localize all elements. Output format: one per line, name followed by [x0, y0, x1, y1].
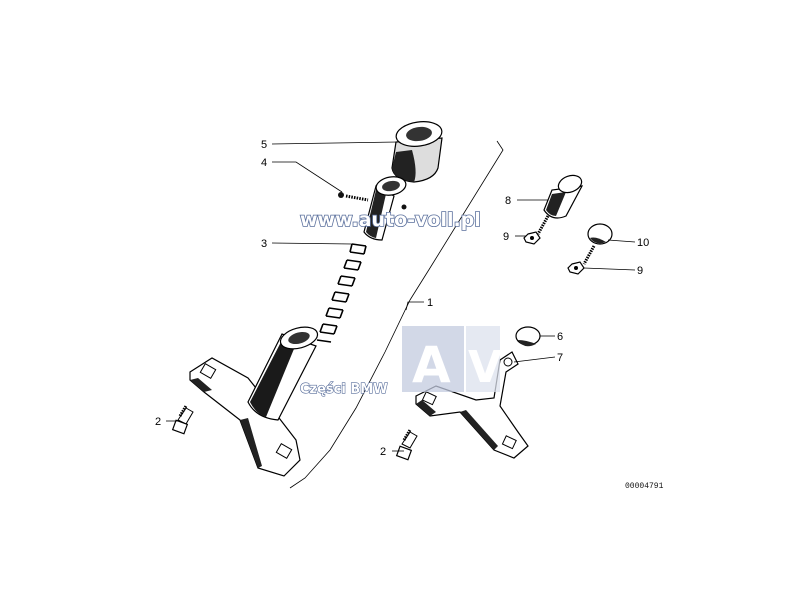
part-label-10: 10 — [637, 237, 649, 249]
part-4-pin — [338, 192, 407, 210]
part-6-rubber-cap — [515, 326, 541, 347]
watermark-logo-a: A — [412, 336, 451, 394]
part-9-nut-lower — [567, 261, 585, 275]
part-10-ball-knob — [582, 223, 613, 265]
part-9-nut-upper — [523, 231, 541, 245]
watermark-logo: A V — [402, 326, 502, 394]
part-label-2-left: 2 — [155, 416, 161, 428]
part-label-5: 5 — [261, 139, 267, 151]
part-label-3: 3 — [261, 238, 267, 250]
leader-lines — [166, 141, 636, 452]
watermark-tagline: Części BMW — [300, 382, 388, 397]
part-label-2-right: 2 — [380, 446, 386, 458]
part-label-8: 8 — [505, 195, 511, 207]
part-2-bolt-right — [395, 429, 418, 461]
part-8-knob — [536, 174, 584, 235]
assembly-boundary-line — [289, 140, 504, 489]
part-5-cap — [391, 121, 443, 183]
part-label-4: 4 — [261, 157, 267, 169]
reference-number: 00004791 — [625, 482, 664, 491]
part-3-sleeve-and-spring — [316, 176, 407, 343]
part-2-bolt-left — [171, 405, 194, 435]
part-label-9-upper: 9 — [503, 231, 509, 243]
watermark-logo-v: V — [468, 342, 502, 393]
part-label-7: 7 — [557, 352, 563, 364]
part-label-1: 1 — [427, 297, 433, 309]
part-label-6: 6 — [557, 331, 563, 343]
part-1-tube-bracket — [189, 326, 319, 477]
part-label-9-lower: 9 — [637, 265, 643, 277]
watermark-site-url: www.auto-voll.pl — [300, 209, 481, 231]
